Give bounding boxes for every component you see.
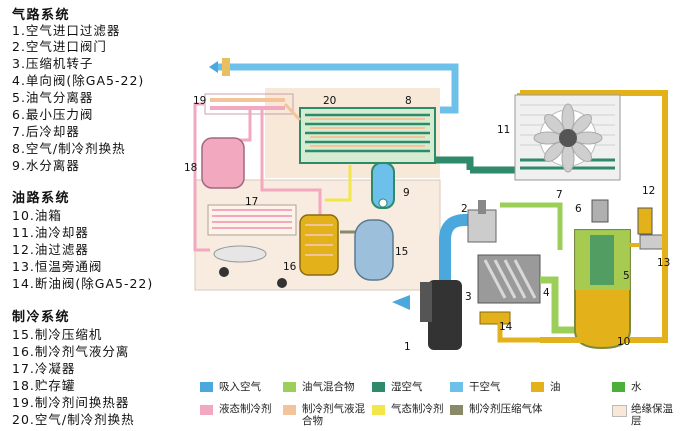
dry-air-pipe <box>215 63 459 114</box>
legend-label-intake-air: 吸入空气 <box>219 381 261 393</box>
label-7: 7 <box>556 189 563 201</box>
air-system-title: 气路系统 <box>12 8 71 23</box>
legend-label-oil: 油 <box>550 381 561 393</box>
liquid-ref-line <box>193 102 210 252</box>
pressure-switch-icon <box>219 267 229 277</box>
legend-swatch-oil <box>531 382 544 392</box>
label-1: 1 <box>404 341 411 353</box>
air-item-4: 4.单向阀(除GA5-22) <box>12 73 145 88</box>
oil-item-12: 12.油过滤器 <box>12 242 89 257</box>
label-12: 12 <box>642 185 655 197</box>
air-item-5: 5.油气分离器 <box>12 90 94 105</box>
air-item-2: 2.空气进口阀门 <box>12 39 107 54</box>
label-11: 11 <box>497 124 510 136</box>
ref-item-16: 16.制冷剂气液分离 <box>12 344 130 359</box>
air-item-9: 9.水分离器 <box>12 158 80 173</box>
label-3: 3 <box>465 291 472 303</box>
ref-item-20: 20.空气/制冷剂换热 <box>12 412 135 427</box>
legend-swatch-wet-air <box>372 382 385 392</box>
air-refrigerant-exchanger <box>299 107 436 164</box>
receiver-tank <box>201 137 245 189</box>
label-5: 5 <box>623 270 630 282</box>
legend-label-insulation: 绝缘保温层 <box>631 403 673 427</box>
label-16: 16 <box>283 261 297 273</box>
drain-icon <box>378 198 388 208</box>
thermostatic-bypass-valve <box>639 234 665 250</box>
label-15: 15 <box>395 246 408 258</box>
min-pressure-valve <box>591 199 609 223</box>
air-item-7: 7.后冷却器 <box>12 124 80 139</box>
oil-item-13: 13.恒温旁通阀 <box>12 259 103 274</box>
label-14: 14 <box>499 321 513 333</box>
label-6: 6 <box>575 203 582 215</box>
legend-label-oil-air-mix: 油气混合物 <box>302 381 355 393</box>
legend-swatch-liquid-ref <box>200 405 213 415</box>
label-18: 18 <box>184 162 197 174</box>
condenser-fan-icon <box>213 245 267 263</box>
oil-air-mix-pipe <box>540 276 575 334</box>
inlet-valve <box>467 209 497 243</box>
oil-system-title: 油路系统 <box>12 191 71 206</box>
air-item-1: 1.空气进口过滤器 <box>12 23 121 38</box>
legend-label-liquid-ref: 液态制冷剂 <box>219 403 272 415</box>
label-13: 13 <box>657 257 670 269</box>
oil-circuit-pipe <box>520 90 668 343</box>
ref-system-title: 制冷系统 <box>12 310 71 325</box>
ref-item-15: 15.制冷压缩机 <box>12 327 103 342</box>
legend-label-wet-air: 湿空气 <box>391 381 423 393</box>
legend-label-gas-ref: 气态制冷剂 <box>391 403 444 415</box>
label-20: 20 <box>323 95 336 107</box>
pressure-switch-icon-2 <box>277 278 287 288</box>
intake-filter <box>428 280 462 350</box>
label-4: 4 <box>543 287 550 299</box>
legend-label-dry-air: 干空气 <box>469 381 501 393</box>
legend-swatch-mix-ref <box>283 405 296 415</box>
ref-item-18: 18.贮存罐 <box>12 378 76 393</box>
air-item-8: 8.空气/制冷剂换热 <box>12 141 126 156</box>
oil-filter <box>637 207 653 235</box>
legend-label-water: 水 <box>631 381 642 393</box>
outlet-arrow-icon <box>209 61 218 73</box>
exchanger-ref-coils <box>310 118 425 147</box>
legend-label-compressed-ref: 制冷剂压缩气体 <box>469 403 543 415</box>
label-8: 8 <box>405 95 412 107</box>
label-19: 19 <box>193 95 206 107</box>
label-2: 2 <box>461 203 468 215</box>
legend-swatch-dry-air <box>450 382 463 392</box>
air-item-3: 3.压缩机转子 <box>12 56 94 71</box>
cooling-fan-icon <box>533 103 603 173</box>
gas-ref-line <box>325 165 352 202</box>
oil-item-14: 14.断油阀(除GA5-22) <box>12 276 154 291</box>
oil-item-11: 11.油冷却器 <box>12 225 89 240</box>
legend-swatch-intake-air <box>200 382 213 392</box>
oil-item-10: 10.油箱 <box>12 208 62 223</box>
ref-item-17: 17.冷凝器 <box>12 361 76 376</box>
legend-label-mix-ref: 制冷剂气液混合物 <box>302 403 365 427</box>
ref-compressor <box>354 219 394 281</box>
legend-swatch-water <box>612 382 625 392</box>
condenser <box>207 204 297 236</box>
label-17: 17 <box>245 196 258 208</box>
legend-swatch-gas-ref <box>372 405 385 415</box>
legend-swatch-insulation <box>612 405 627 417</box>
water-separator <box>371 162 395 209</box>
ref-item-19: 19.制冷剂间换热器 <box>12 395 130 410</box>
intake-air-pipe <box>439 214 475 310</box>
legend-swatch-oil-air-mix <box>283 382 296 392</box>
label-10: 10 <box>617 336 630 348</box>
exchanger-coils <box>305 113 430 153</box>
outlet-valve-icon <box>222 58 230 76</box>
compressor-rotor <box>477 254 541 304</box>
label-9: 9 <box>403 187 410 199</box>
intake-arrow-icon <box>392 295 410 310</box>
legend-swatch-compressed-ref <box>450 405 463 415</box>
air-item-6: 6.最小压力阀 <box>12 107 94 122</box>
